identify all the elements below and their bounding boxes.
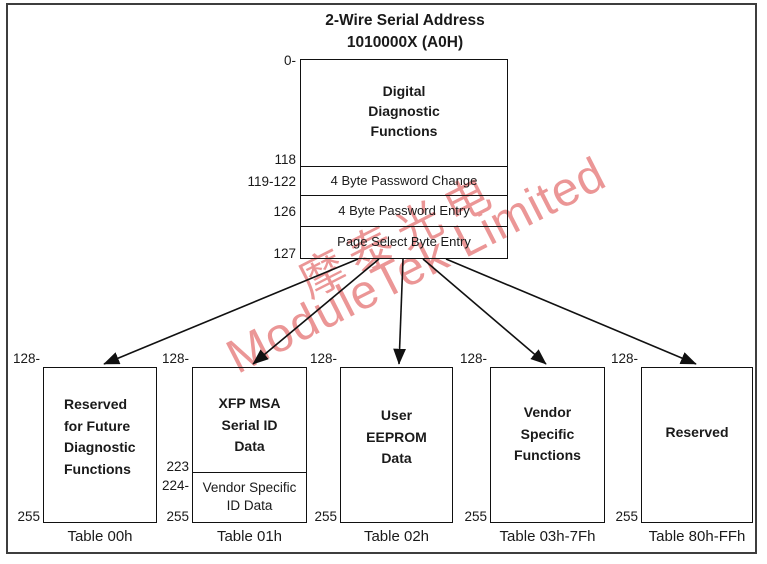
box-text-line: Reserved bbox=[64, 396, 128, 412]
vendor-specific-id-section: Vendor Specific ID Data bbox=[193, 471, 306, 521]
addr-label-255-box5: 255 bbox=[615, 509, 638, 524]
box-text-line: Diagnostic bbox=[64, 439, 136, 455]
table-02h-caption: Table 02h bbox=[363, 528, 430, 545]
addr-label-128-box2: 128- bbox=[161, 351, 189, 366]
row-password-entry: 4 Byte Password Entry bbox=[301, 195, 507, 226]
table-80h-ffh-box: Reserved bbox=[641, 367, 753, 523]
section-text-line: Digital bbox=[382, 83, 426, 99]
table-80h-ffh-caption: Table 80h-FFh bbox=[648, 528, 746, 545]
box-text-line: Specific bbox=[520, 425, 575, 442]
box-text-line: Reserved bbox=[665, 424, 729, 440]
box-text-line: Data bbox=[381, 450, 412, 466]
figure-title: 2-Wire Serial Address 1010000X (A0H) bbox=[230, 10, 580, 54]
lower-memory-map-box: Digital Diagnostic Functions 4 Byte Pass… bbox=[300, 59, 508, 259]
addr-label-224-box2: 224- bbox=[161, 478, 189, 493]
addr-label-119-122: 119-122 bbox=[247, 174, 296, 189]
table-00h-box: Reserved for Future Diagnostic Functions bbox=[43, 367, 157, 523]
addr-label-118: 118 bbox=[274, 152, 296, 167]
addr-label-128-box1: 128- bbox=[12, 351, 40, 366]
table-02h-box: User EEPROM Data bbox=[340, 367, 453, 523]
box-text-line: Functions bbox=[514, 447, 581, 463]
box-text-line: Functions bbox=[64, 460, 131, 477]
box-text-line: Vendor Specific bbox=[202, 479, 297, 495]
section-text-line: Diagnostic bbox=[368, 103, 440, 119]
addr-label-0: 0- bbox=[283, 53, 296, 68]
table-01h-box: XFP MSA Serial ID Data Vendor Specific I… bbox=[192, 367, 307, 523]
figure-border bbox=[6, 3, 757, 554]
box-text-line: XFP MSA bbox=[218, 395, 281, 411]
box-text-line: Data bbox=[234, 438, 265, 454]
addr-label-255-box4: 255 bbox=[464, 509, 487, 524]
addr-label-128-box4: 128- bbox=[459, 351, 487, 366]
box-text-line: EEPROM bbox=[366, 428, 427, 445]
box-text-line: for Future bbox=[64, 417, 131, 434]
box-text-line: Serial ID bbox=[221, 416, 278, 433]
box-text-line: Vendor bbox=[523, 404, 572, 420]
addr-label-128-box3: 128- bbox=[309, 351, 337, 366]
table-00h-caption: Table 00h bbox=[67, 528, 133, 545]
addr-label-127: 127 bbox=[273, 246, 296, 261]
table-01h-caption: Table 01h bbox=[216, 528, 283, 545]
section-text-line: Functions bbox=[370, 123, 438, 139]
row-page-select: Page Select Byte Entry bbox=[301, 226, 507, 257]
digital-diagnostic-section: Digital Diagnostic Functions bbox=[301, 60, 507, 166]
table-03h-7fh-caption: Table 03h-7Fh bbox=[499, 528, 596, 545]
addr-label-126: 126 bbox=[273, 204, 296, 219]
table-03h-7fh-box: Vendor Specific Functions bbox=[490, 367, 605, 523]
title-line-2: 1010000X (A0H) bbox=[346, 34, 464, 51]
addr-label-255-box2: 255 bbox=[166, 509, 189, 524]
addr-label-255-box3: 255 bbox=[314, 509, 337, 524]
addr-label-255-box1: 255 bbox=[17, 509, 40, 524]
addr-label-223-box2: 223 bbox=[166, 459, 189, 474]
row-password-change: 4 Byte Password Change bbox=[301, 166, 507, 195]
title-line-1: 2-Wire Serial Address bbox=[325, 12, 485, 29]
box-text-line: ID Data bbox=[226, 497, 273, 513]
box-text-line: User bbox=[380, 407, 413, 423]
addr-label-128-box5: 128- bbox=[610, 351, 638, 366]
